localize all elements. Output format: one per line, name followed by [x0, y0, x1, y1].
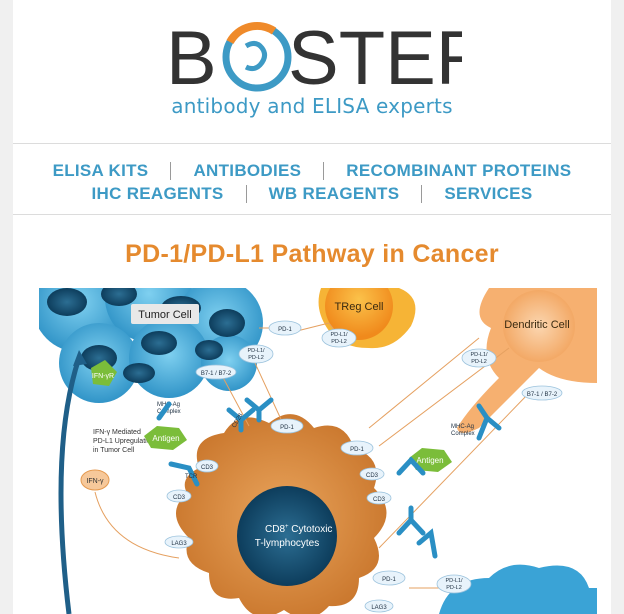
pdl1-label-2a: PD-L1/: [247, 348, 265, 354]
pdl1-label-4b: PD-L2: [446, 585, 462, 591]
page: B STER antibody and ELISA experts ELISA …: [13, 0, 611, 614]
pathway-illustration: Tumor Cell TReg Cell Dendritic Cell IFN-…: [39, 288, 597, 614]
nav-link-services[interactable]: SERVICES: [444, 184, 533, 203]
cd8-t-cell: [176, 414, 387, 614]
pd1-label-3: PD-1: [350, 447, 364, 453]
pdl1-label-2b: PD-L2: [248, 355, 264, 361]
nav-divider: [245, 185, 247, 203]
antigen-label-1: Antigen: [152, 434, 179, 443]
ifn-gamma-label: IFN-γ: [86, 478, 104, 485]
cd3-label-3: CD3: [366, 473, 379, 479]
tcr-label: TCR: [185, 474, 198, 480]
b7-label-1: B7-1 / B7-2: [201, 371, 232, 377]
nav-divider: [421, 185, 423, 203]
pd1-label-1: PD-1: [278, 327, 292, 333]
ifn-arrow-head-icon: [73, 350, 87, 366]
nav-divider: [170, 162, 172, 180]
ifn-gamma-receptor: [91, 360, 117, 386]
boster-logo[interactable]: B STER antibody and ELISA experts: [13, 0, 611, 143]
nav-row-2: IHC REAGENTS WB REAGENTS SERVICES: [13, 184, 611, 204]
ifn-note-line-2: PD-L1 Upregulation: [93, 438, 155, 445]
cd3-label-4: CD3: [201, 465, 214, 471]
nav-link-wb-reagents[interactable]: WB REAGENTS: [268, 184, 400, 203]
ifn-note-line-1: IFN-γ Mediated: [93, 429, 141, 436]
pdl1-label-4a: PD-L1/: [445, 578, 463, 584]
cd3-label-1: CD3: [173, 495, 186, 501]
nav-divider: [323, 162, 325, 180]
ifn-gamma-molecule: [80, 469, 110, 491]
antigen-1: [144, 426, 187, 450]
mhc-label-2a: MHC-Ag: [451, 424, 474, 430]
nav-link-elisa-kits[interactable]: ELISA KITS: [52, 161, 149, 180]
pdl1-label-3b: PD-L2: [471, 359, 487, 365]
receptor-glyphs: [156, 397, 502, 559]
bottom-right-cell: [439, 564, 597, 614]
pdl1-label-1b: PD-L2: [331, 339, 347, 345]
b7-label-2: B7-1 / B7-2: [527, 392, 558, 398]
main-nav: ELISA KITS ANTIBODIES RECOMBINANT PROTEI…: [13, 143, 611, 215]
pdl1-label-3a: PD-L1/: [470, 352, 488, 358]
dendritic-cell: [457, 288, 597, 433]
logo-letter-b: B: [166, 16, 217, 101]
treg-cell-label: TReg Cell: [335, 301, 384, 313]
nav-row-1: ELISA KITS ANTIBODIES RECOMBINANT PROTEI…: [13, 161, 611, 181]
lag3-label-2: LAG3: [371, 605, 387, 611]
ifn-note-line-3: in Tumor Cell: [93, 447, 135, 454]
ifn-pathway-arrow: [58, 357, 82, 614]
dendritic-cell-label: Dendritic Cell: [504, 319, 569, 331]
receptor-labels: PD-1 PD-L1/ PD-L2 PD-L1/ PD-L2 B7-1 / B7…: [164, 320, 563, 613]
ifn-gamma-receptor-label: IFN-γR: [92, 373, 114, 380]
pd1-label-4: PD-1: [382, 577, 396, 583]
cd8-label-line-2: T-lymphocytes: [255, 538, 319, 549]
antigen-label-2: Antigen: [416, 456, 443, 465]
cd3-label-2: CD3: [373, 497, 386, 503]
logo-tagline: antibody and ELISA experts: [171, 94, 453, 118]
nav-link-ihc-reagents[interactable]: IHC REAGENTS: [91, 184, 224, 203]
mhc-label-2b: Complex: [451, 431, 475, 437]
logo-wordmark: B STER: [166, 16, 462, 101]
pd1-label-2: PD-1: [280, 425, 294, 431]
tumor-cell-label: Tumor Cell: [138, 309, 191, 321]
ifn-gamma-connector: [94, 491, 180, 559]
logo-letters-ster: STER: [288, 16, 462, 101]
nav-link-antibodies[interactable]: ANTIBODIES: [193, 161, 302, 180]
mhc-label-1b: Complex: [157, 409, 181, 415]
pdl1-label-1a: PD-L1/: [330, 332, 348, 338]
tumor-cell-label-box: [131, 304, 199, 324]
logo-o-swirl-icon: [222, 22, 292, 92]
cd8-label-line-1: CD8+ Cytotoxic: [265, 524, 332, 535]
nav-link-recombinant-proteins[interactable]: RECOMBINANT PROTEINS: [346, 161, 572, 180]
lag3-label-1: LAG3: [171, 541, 187, 547]
page-title: PD-1/PD-L1 Pathway in Cancer: [125, 240, 499, 268]
pathway-diagram[interactable]: Tumor Cell TReg Cell Dendritic Cell IFN-…: [39, 288, 597, 614]
